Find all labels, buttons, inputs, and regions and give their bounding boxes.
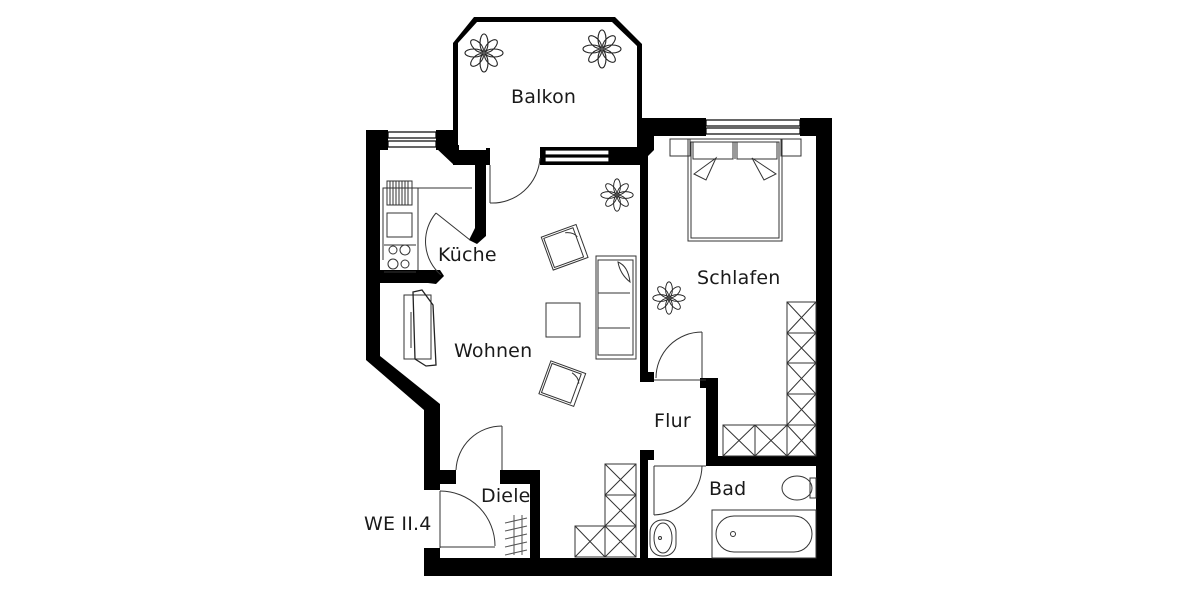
coat-rack: [504, 515, 528, 556]
room-label-kueche: Küche: [438, 244, 497, 266]
unit-id-label: WE II.4: [364, 513, 432, 535]
room-label-balkon: Balkon: [511, 86, 577, 108]
room-label-flur: Flur: [654, 410, 691, 432]
wardrobe: [722, 301, 817, 457]
storage-cabinets: [574, 463, 637, 558]
armchair-bottom: [538, 360, 587, 408]
kitchen-counter: [382, 180, 472, 273]
plant-icon: [464, 33, 504, 73]
plant-icon: [652, 281, 686, 315]
plant-icons: [464, 29, 686, 315]
doors: [425, 157, 706, 548]
armchair-top: [540, 223, 589, 271]
plant-icon: [582, 29, 622, 69]
room-label-diele: Diele: [481, 485, 531, 507]
tv-unit: [403, 289, 437, 367]
bathroom-fixtures: [649, 475, 817, 559]
plant-icon: [600, 178, 634, 212]
double-bed: [669, 138, 802, 242]
room-label-bad: Bad: [709, 478, 747, 500]
sofa: [595, 255, 637, 360]
inner-walls: [366, 118, 832, 576]
room-label-wohnen: Wohnen: [454, 340, 533, 362]
room-label-schlafen: Schlafen: [697, 267, 781, 289]
coffee-table: [545, 302, 581, 338]
outer-walls: [366, 118, 832, 576]
